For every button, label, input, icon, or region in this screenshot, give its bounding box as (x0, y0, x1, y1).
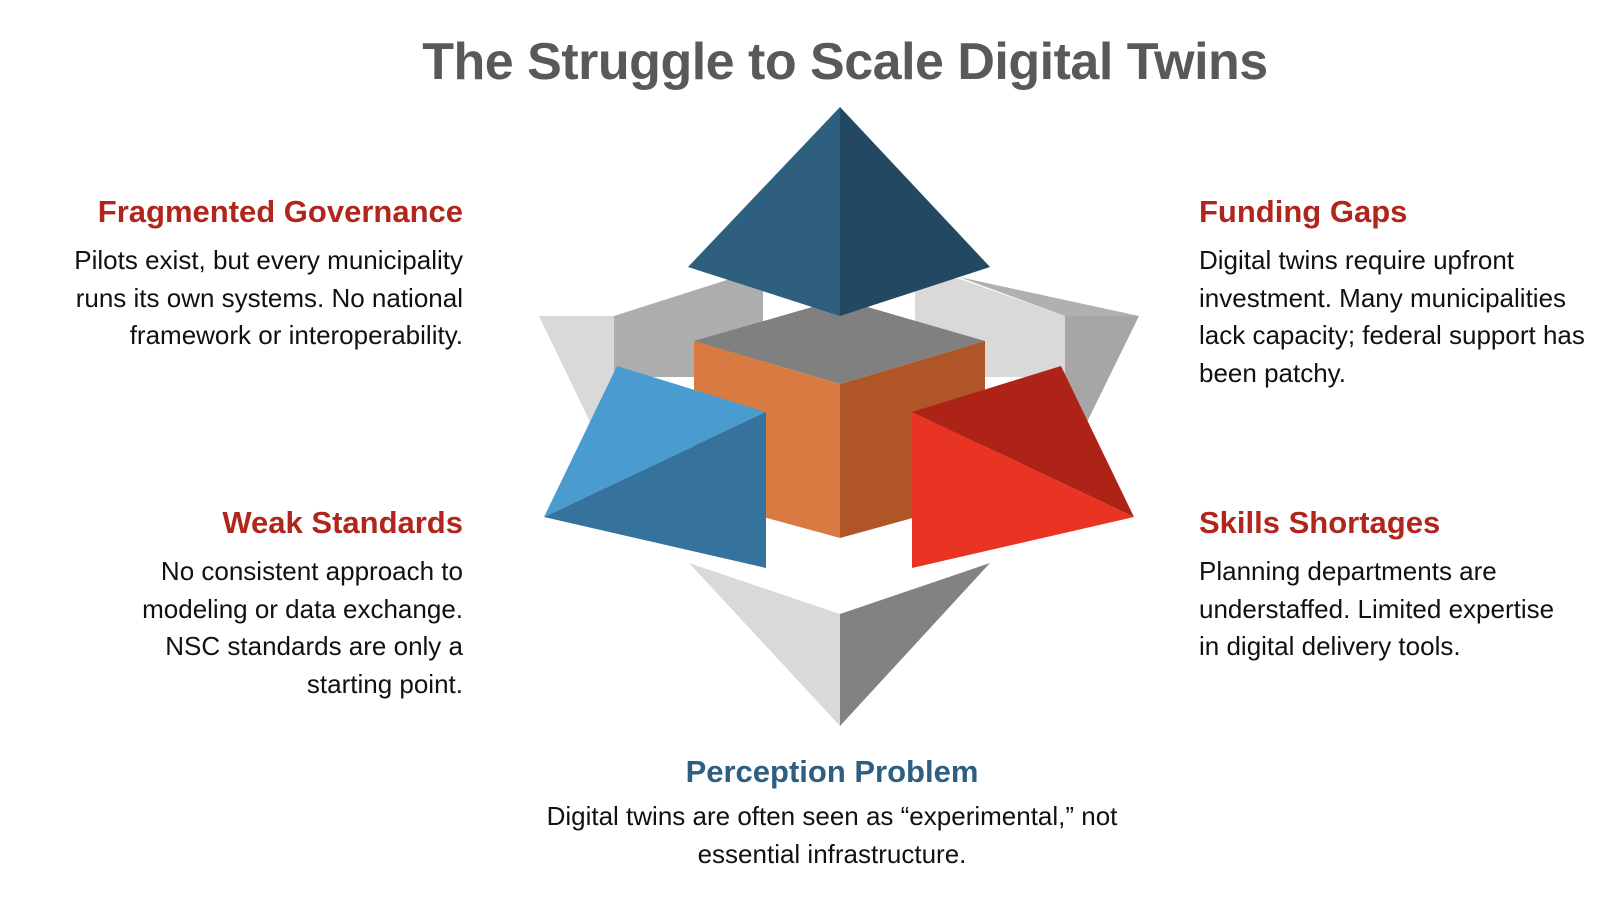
right-red-dark-face (912, 366, 1134, 517)
left-blue-light-face (544, 366, 766, 517)
challenge-description: Planning departments are understaffed. L… (1199, 556, 1555, 661)
challenge-funding-gaps: Funding Gaps Digital twins require upfro… (1199, 192, 1599, 392)
bottom-pyramid-light-face (689, 563, 840, 726)
challenge-heading: Funding Gaps (1199, 194, 1408, 229)
top-pyramid-left-face (688, 107, 840, 316)
challenge-heading: Fragmented Governance (97, 194, 463, 229)
back-left-light-shape (539, 316, 614, 422)
left-blue-dark-face (544, 412, 766, 568)
cube-top-face (694, 299, 985, 384)
page-title: The Struggle to Scale Digital Twins (422, 33, 1268, 91)
challenge-description: Pilots exist, but every municipality run… (74, 245, 463, 350)
challenge-heading: Perception Problem (685, 754, 979, 789)
challenge-description: Digital twins are often seen as “experim… (546, 801, 1118, 869)
top-pyramid-right-face (840, 107, 990, 316)
challenge-heading: Skills Shortages (1199, 505, 1441, 540)
challenge-description: Digital twins require upfront investment… (1199, 245, 1585, 388)
bottom-pyramid-dark-face (840, 563, 990, 726)
back-right-gray-shape (1065, 316, 1139, 422)
challenge-heading: Weak Standards (222, 505, 463, 540)
back-right-sliver-shape (959, 277, 1139, 316)
challenge-fragmented-governance: Fragmented Governance Pilots exist, but … (23, 192, 463, 355)
challenge-perception-problem: Perception Problem Digital twins are oft… (482, 752, 1182, 873)
challenge-skills-shortages: Skills Shortages Planning departments ar… (1199, 503, 1579, 666)
challenge-weak-standards: Weak Standards No consistent approach to… (23, 503, 463, 703)
challenge-description: No consistent approach to modeling or da… (142, 556, 463, 699)
right-red-bright-face (912, 412, 1134, 568)
